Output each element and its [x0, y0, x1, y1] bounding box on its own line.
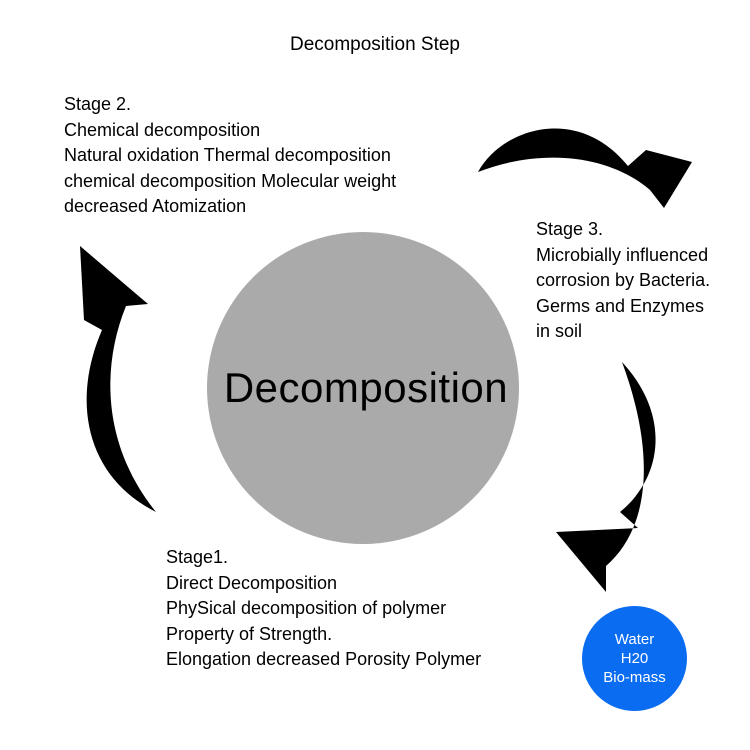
stage-1-line: Direct Decomposition: [166, 572, 338, 593]
center-label: Decomposition: [223, 364, 509, 411]
stage-2-line: Natural oxidation Thermal decomposition: [64, 145, 391, 165]
arrow-stage3-to-output: [556, 362, 656, 592]
stage-2-heading: Stage 2.: [64, 94, 132, 114]
stage-1-line: PhySical decomposition of polymer: [166, 598, 447, 618]
arrow-stage2-to-stage3: [478, 128, 692, 208]
output-line-water: Water: [614, 631, 655, 648]
output-line-biomass: Bio-mass: [603, 669, 666, 686]
stage-1-description: Stage1. Direct Decomposition PhySical de…: [166, 545, 481, 673]
stage-1-line: Property of Strength.: [166, 623, 333, 644]
stage-1-line: Elongation decreased Porosity Polymer: [166, 649, 482, 669]
diagram-title: Decomposition Step: [289, 34, 461, 55]
stage-3-description: Stage 3. Microbially influenced corrosio…: [536, 217, 710, 345]
stage-3-line: Germs and Enzymes: [536, 295, 705, 316]
stage-1-heading: Stage1.: [166, 547, 229, 567]
arrow-stage1-to-stage2: [80, 246, 156, 512]
stage-2-line: decreased Atomization: [64, 196, 247, 216]
stage-3-line: corrosion by Bacteria.: [536, 270, 711, 290]
stage-2-line: chemical decomposition Molecular weight: [64, 170, 397, 191]
decomposition-circle: Decomposition: [207, 232, 519, 544]
stage-3-line: Microbially influenced: [536, 244, 709, 265]
output-circle: Water H20 Bio-mass: [582, 606, 687, 711]
stage-2-description: Stage 2. Chemical decomposition Natural …: [64, 92, 396, 220]
output-line-h20: H20: [620, 650, 649, 667]
stage-2-line: Chemical decomposition: [64, 119, 261, 140]
stage-3-line: in soil: [536, 321, 583, 341]
stage-3-heading: Stage 3.: [536, 219, 604, 239]
